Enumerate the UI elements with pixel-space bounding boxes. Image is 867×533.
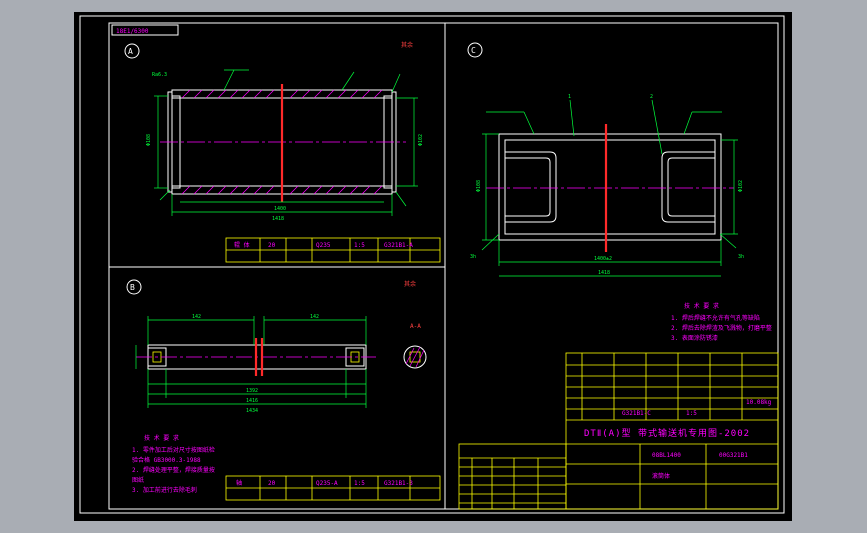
drum-c-outer <box>498 133 722 241</box>
dim-c-4: Φ102 <box>738 180 744 192</box>
view-b-marker <box>126 279 142 295</box>
title-block-grid <box>565 352 779 510</box>
drum-c-inner <box>504 139 716 235</box>
cad-viewport[interactable]: 18E1/6300 A 其余 <box>74 12 792 521</box>
stamp-text: 18E1/6300 <box>116 28 149 35</box>
cad-drawing-sheet: 18E1/6300 A 其余 <box>79 15 785 514</box>
part-b-qty: 20 <box>268 480 276 487</box>
drum-c-right-bracket-inner <box>667 157 715 217</box>
view-a-roughness-note: 其余 <box>401 41 413 49</box>
part-a-qty: 20 <box>268 242 276 249</box>
dim-a-5: 1418 <box>272 216 284 222</box>
drawing-inner-border <box>108 22 779 510</box>
view-a-label: A <box>128 47 133 56</box>
dim-b-5: 1434 <box>246 408 258 414</box>
title-block-part-code: 00G321B1 <box>719 452 748 459</box>
part-a-name: 辊 体 <box>234 241 250 249</box>
drawing-outer-border <box>79 15 785 514</box>
drum-c-left-bracket <box>505 151 557 223</box>
tech-req-c-2: 2. 焊后去除焊渣及飞溅物，打磨平整 <box>671 324 772 332</box>
tech-req-b-2: 验合格 GB3000.3-1988 <box>132 456 201 464</box>
stamp-box <box>111 24 179 36</box>
dim-c-1: 1400±2 <box>594 256 612 262</box>
title-block-drawing-no: 08BL1400 <box>652 452 681 459</box>
view-c-dimensions <box>481 99 738 277</box>
title-block-part-name: 滚筒体 <box>652 472 670 480</box>
view-b: B 其余 142 142 1392 1416 1434 A-A <box>126 279 441 501</box>
section-hatch <box>405 346 425 368</box>
section-label: A-A <box>410 323 421 330</box>
view-a-dimensions <box>154 69 418 216</box>
part-a-material: Q235 <box>316 242 331 249</box>
title-block-weight: 10.08kg <box>746 399 772 406</box>
tube-a-hatch <box>181 89 383 195</box>
part-a-code: G321B1-A <box>384 242 413 249</box>
dim-c-5: 1 <box>568 94 571 100</box>
dim-c-2: 1418 <box>598 270 610 276</box>
view-b-dimensions <box>135 316 367 408</box>
title-block-scale: 1:5 <box>686 410 697 417</box>
tech-req-c-3: 3. 表面涂防锈漆 <box>671 334 718 342</box>
tech-req-c-title: 技 术 要 求 <box>684 302 719 310</box>
part-b-material: Q235-A <box>316 480 338 487</box>
part-table-b <box>225 475 441 501</box>
dim-a-2: 1400 <box>274 206 286 212</box>
title-block: DTⅡ(A)型 带式输送机专用图-2002 08BL1400 00G321B1 … <box>458 352 779 510</box>
revision-table <box>458 443 567 510</box>
part-b-scale: 1:5 <box>354 480 365 487</box>
tech-req-c-1: 1. 焊后焊缝不允许有气孔等缺陷 <box>671 314 760 322</box>
dim-b-3: 1392 <box>246 388 258 394</box>
dim-a-1: Ra6.3 <box>152 72 167 78</box>
dim-a-3: Φ108 <box>146 134 152 146</box>
dim-b-2: 142 <box>310 314 319 320</box>
dim-b-4: 1416 <box>246 398 258 404</box>
tech-req-b-title: 技 术 要 求 <box>144 434 179 442</box>
part-a-scale: 1:5 <box>354 242 365 249</box>
drum-c-left-bracket-inner <box>505 157 551 217</box>
dim-a-4: Φ102 <box>418 134 424 146</box>
title-block-title: DTⅡ(A)型 带式输送机专用图-2002 <box>584 427 750 439</box>
part-b-code: G321B1-3 <box>384 480 413 487</box>
tech-req-b-3: 2. 焊缝处理平整，焊接质量按 <box>132 466 215 474</box>
view-a: A 其余 <box>124 41 441 263</box>
section-outline <box>403 345 427 369</box>
view-c: C 1400±2 1418 Φ108 Φ102 1 2 <box>467 42 772 342</box>
part-b-name: 轴 <box>236 479 242 487</box>
tech-req-b-1: 1. 零件加工后对尺寸按图纸检 <box>132 446 215 454</box>
dim-c-3: Φ108 <box>476 180 482 192</box>
part-table-a <box>225 237 441 263</box>
view-b-roughness-note: 其余 <box>404 280 416 288</box>
section-keyway <box>409 351 421 363</box>
drum-c-right-bracket <box>661 151 715 223</box>
dim-c-6: 2 <box>650 94 653 100</box>
dim-c-7: 3h <box>470 254 476 260</box>
view-a-marker <box>124 43 140 59</box>
dim-c-8: 3h <box>738 254 744 260</box>
title-block-sub-code: G321B1-C <box>622 410 651 417</box>
dim-b-1: 142 <box>192 314 201 320</box>
tech-req-b-4: 图纸 <box>132 476 144 484</box>
view-b-label: B <box>130 283 135 292</box>
view-c-marker <box>467 42 483 58</box>
view-c-label: C <box>471 46 476 55</box>
tech-req-b-5: 3. 加工前进行去除毛刺 <box>132 486 197 494</box>
